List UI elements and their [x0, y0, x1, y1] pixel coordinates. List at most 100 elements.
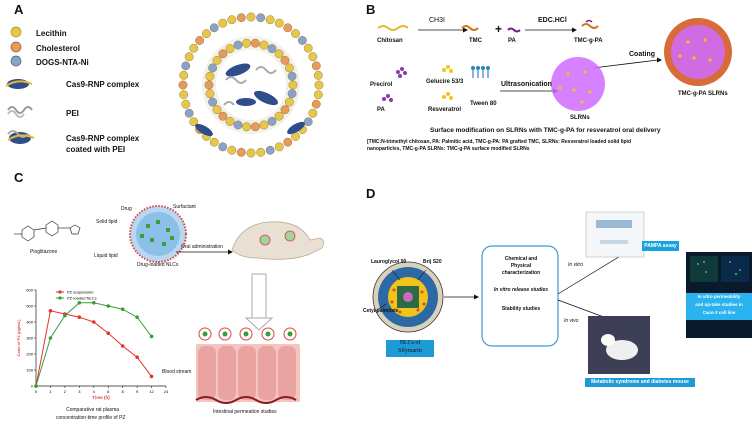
x-tick-label: 8 — [122, 389, 125, 394]
legend-marker — [58, 296, 62, 300]
char-line-2: Physical — [510, 263, 532, 269]
pa-label: PA — [508, 38, 516, 44]
panel-b-label: B — [366, 2, 376, 17]
nlc-line-1: NLCs of — [399, 340, 421, 346]
in-vivo-label: In vivo — [564, 318, 579, 324]
chart-caption-2: concentration-time profile of PZ — [56, 415, 126, 421]
panel-b-footnote-1: [TMC:N-trimethyl chitosan, PA: Palmitic … — [367, 139, 632, 145]
gelucire-label: Gelucire 53/3 — [426, 79, 464, 85]
y-tick-label: 600 — [26, 288, 33, 293]
pa-label-2: PA — [377, 107, 385, 113]
drug-loaded-label: Drug-loaded NLCs — [137, 262, 179, 268]
reagent-ch3i: CH3I — [429, 17, 445, 24]
reagent-edc: EDC.HCl — [538, 17, 567, 24]
data-point — [149, 374, 154, 379]
x-tick-label: 3 — [78, 389, 81, 394]
legend-pei: PEI — [66, 109, 79, 118]
legend-cas9-pei-1: Cas9-RNP complex — [66, 134, 140, 143]
panel-c-graphics — [14, 205, 324, 404]
y-tick-label: 500 — [26, 304, 33, 309]
tmc-g-pa-label: TMC-g-PA — [574, 38, 603, 44]
product-label: TMC-g-PA SLRNs — [678, 91, 728, 97]
x-tick-label: 6 — [107, 389, 110, 394]
data-point — [106, 304, 111, 308]
x-tick-label: 2 — [64, 389, 67, 394]
perm-line-3: Caco-2 cell line — [702, 310, 736, 315]
x-tick-label: 0 — [35, 389, 38, 394]
legend-label: PZ-loaded NLCs — [67, 296, 97, 301]
resveratrol-label: Resveratrol — [428, 107, 462, 113]
data-point — [77, 315, 82, 319]
data-point — [48, 309, 53, 313]
legend-label: PZ suspension — [67, 290, 93, 295]
in-vitro-label: In vitro — [568, 262, 584, 268]
panel-a-legend-icons — [5, 26, 35, 144]
dogs-icon — [10, 55, 22, 67]
panel-a-label: A — [14, 2, 24, 17]
panel-c-label: C — [14, 170, 24, 185]
metabolic-label: Metabolic syndrome and diabetes mouse mo… — [585, 378, 695, 394]
pampa-label: PAMPA assay — [642, 241, 679, 251]
data-point — [135, 315, 139, 319]
data-point — [91, 301, 96, 305]
y-tick-label: 200 — [26, 352, 33, 357]
y-tick-label: 300 — [26, 336, 33, 341]
data-point — [120, 307, 125, 311]
perm-line-1: In vitro permeability — [697, 294, 741, 299]
y-axis-label: Conc of PZ (ng/mL) — [16, 319, 21, 357]
solid-lipid-label: Solid lipid — [96, 219, 118, 225]
pei-icon — [7, 106, 33, 118]
data-point — [63, 313, 67, 318]
y-tick-label: 400 — [26, 320, 33, 325]
data-point — [149, 334, 154, 339]
legend-cas9-pei-2: coated with PEI — [66, 145, 126, 154]
x-axis-label: Time (h) — [92, 395, 110, 400]
nlc-line-2: Silymarin — [398, 347, 422, 354]
data-point — [91, 320, 96, 324]
data-point — [106, 331, 111, 335]
blood-stream-label: Blood stream — [162, 369, 192, 375]
cas9-pei-icon — [7, 130, 35, 144]
liposome-illustration — [178, 12, 324, 158]
char-line-3: characterization — [501, 270, 541, 276]
pioglitazone-label: Pioglitazone — [30, 249, 58, 255]
tween-label: Tween 80 — [470, 101, 497, 107]
slrns-label: SLRNs — [570, 115, 590, 121]
permeability-label: In vitro permeability and up-take studie… — [686, 293, 752, 320]
panel-b-footnote-2: nanoparticles, TMC-g-PA SLRNs: TMC-g-PA … — [367, 146, 530, 152]
x-tick-label: 1 — [49, 389, 52, 394]
legend-cas9: Cas9-RNP complex — [66, 80, 140, 89]
x-tick-label: 4 — [93, 389, 96, 394]
x-tick-label: 24 — [164, 389, 169, 394]
tmc-label: TMC — [469, 38, 482, 44]
lecithin-icon — [10, 26, 22, 38]
y-tick-label: 0 — [31, 384, 34, 389]
series-line — [35, 302, 152, 387]
char-line-1: Chemical and — [504, 256, 538, 262]
data-point — [120, 344, 125, 348]
oral-admin-label: Oral administration — [181, 244, 223, 250]
release-label: In vitro release studies — [493, 287, 549, 293]
data-point — [48, 336, 53, 340]
brij-label: Brij S20 — [423, 259, 442, 265]
data-point — [135, 355, 139, 359]
stability-label: Stability studies — [501, 306, 541, 312]
x-tick-label: 9 — [136, 389, 139, 394]
x-tick-label: 12 — [149, 389, 154, 394]
ultrasonication-label: Ultrasonication — [501, 81, 552, 88]
precirol-label: Precirol — [370, 82, 393, 88]
intestinal-label: Intestinal permeation studies — [213, 409, 277, 415]
cholesterol-icon — [10, 41, 22, 53]
panel-d-label: D — [366, 186, 376, 201]
data-point — [34, 384, 38, 388]
characterization-box-text: Chemical and Physical characterization I… — [484, 256, 558, 313]
liquid-lipid-label: Liquid lipid — [94, 253, 118, 259]
chart-caption-1: Comparative rat plasma — [66, 407, 120, 413]
panel-b-title: Surface modification on SLRNs with TMC-g… — [430, 127, 661, 134]
chitosan-label: Chitosan — [377, 38, 403, 44]
drug-label: Drug — [121, 206, 132, 212]
legend-lecithin: Lecithin — [36, 29, 67, 38]
cetyl-label: Cetyl palmitate — [363, 308, 399, 314]
legend-dogs: DOGS-NTA-Ni — [36, 58, 89, 67]
